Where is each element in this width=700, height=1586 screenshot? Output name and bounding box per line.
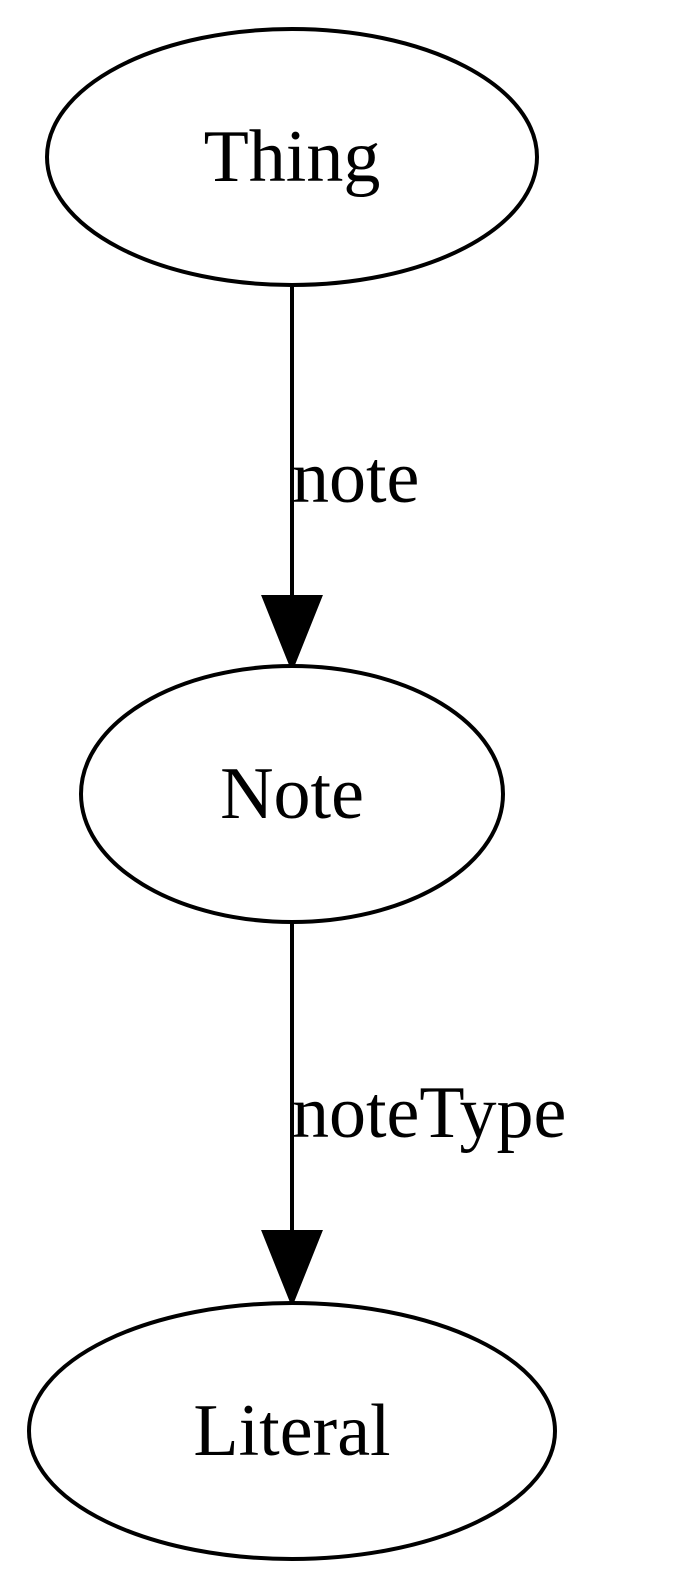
node-thing-shape — [45, 27, 539, 287]
node-thing: Thing — [45, 27, 539, 287]
node-literal-shape — [27, 1301, 557, 1561]
node-thing-label: Thing — [204, 116, 381, 198]
edge-label-notetype: noteType — [292, 1072, 566, 1154]
node-literal: Literal — [27, 1301, 557, 1561]
node-literal-label: Literal — [193, 1390, 390, 1472]
edge-thing-to-note: note — [261, 287, 419, 673]
node-note: Note — [79, 664, 505, 924]
arrowhead-note-literal — [261, 1230, 323, 1308]
node-note-shape — [79, 664, 505, 924]
arrowhead-thing-note — [261, 595, 323, 673]
node-note-label: Note — [220, 753, 364, 835]
edge-label-note: note — [292, 437, 419, 519]
edge-note-to-literal: noteType — [261, 922, 566, 1308]
